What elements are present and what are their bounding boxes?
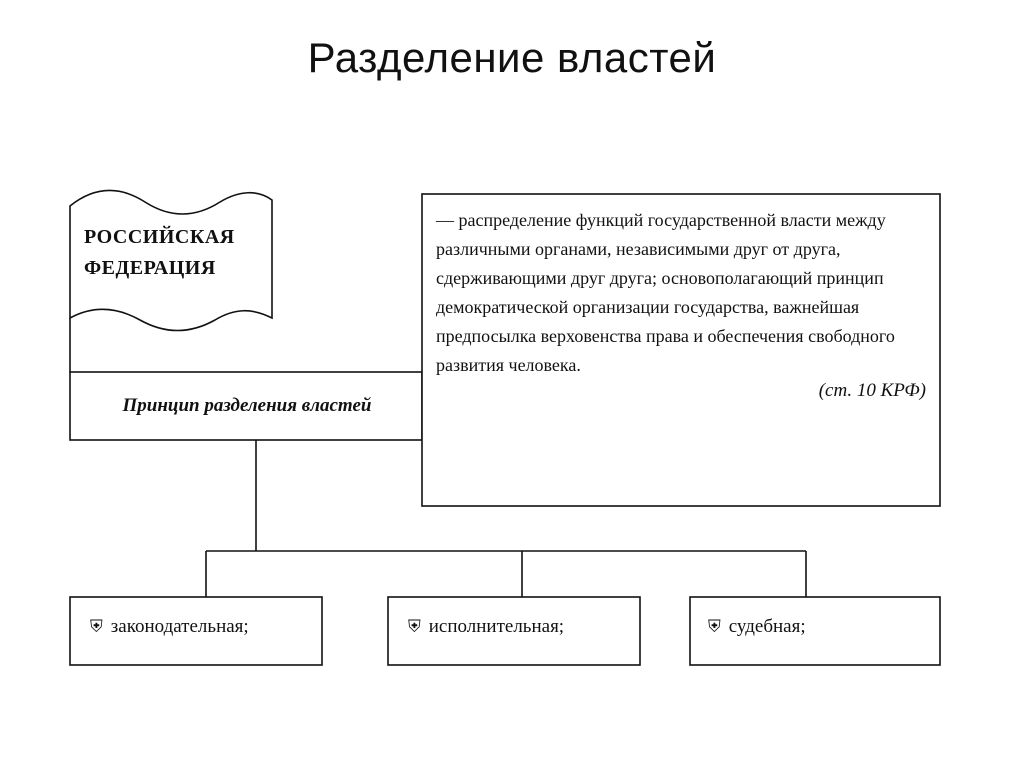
definition-box xyxy=(421,193,941,507)
slide-title: Разделение властей xyxy=(307,34,717,81)
principle-label: Принцип разделения властей xyxy=(122,395,372,416)
branch-label: судебная; xyxy=(728,616,806,637)
definition-citation: (ст. 10 КРФ) xyxy=(818,380,926,401)
shield-icon: ⛨ xyxy=(708,617,721,637)
branch-box-1 xyxy=(69,596,323,666)
branch-label: исполнительная; xyxy=(428,616,565,637)
flag-shape xyxy=(69,189,273,332)
flag-line-2: ФЕДЕРАЦИЯ xyxy=(84,257,216,279)
branch-box-2 xyxy=(387,596,641,666)
branch-box-3 xyxy=(689,596,941,666)
branch-label: законодательная; xyxy=(110,616,249,637)
branch-judicial: ⛨ судебная; xyxy=(708,616,936,684)
flag-line-1: РОССИЙСКАЯ xyxy=(84,226,235,248)
shield-icon: ⛨ xyxy=(90,617,103,637)
branch-executive: ⛨ исполнительная; xyxy=(408,616,636,684)
shield-icon: ⛨ xyxy=(408,617,421,637)
definition-text: — распределение функций государственной … xyxy=(436,210,895,375)
branch-legislative: ⛨ законодательная; xyxy=(90,616,318,684)
flag-text: РОССИЙСКАЯ ФЕДЕРАЦИЯ xyxy=(84,222,235,284)
